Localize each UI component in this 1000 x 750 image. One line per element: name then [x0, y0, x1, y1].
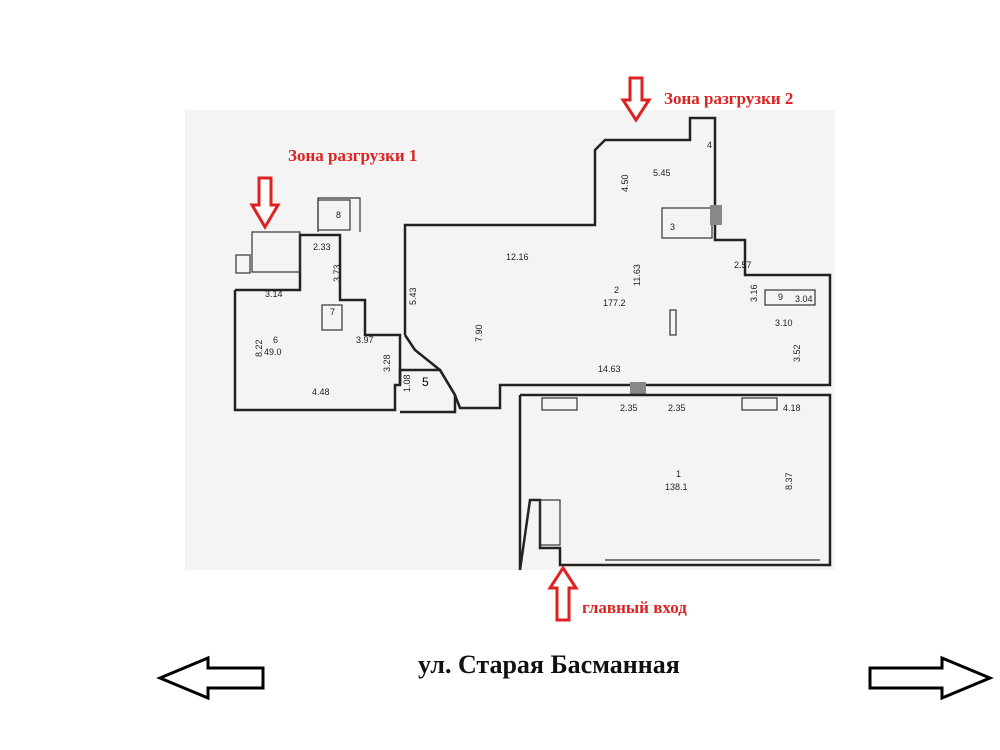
dimension: 4.18: [783, 403, 801, 413]
room-area: 138.1: [665, 482, 688, 492]
dimension: 14.63: [598, 364, 621, 374]
dimension: 3.52: [792, 344, 802, 362]
room-number: 1: [676, 469, 681, 479]
room-number: 5: [422, 375, 429, 389]
room-number: 8: [336, 210, 341, 220]
dimension: 2.33: [313, 242, 331, 252]
dimension: 3.73: [332, 264, 342, 282]
street-name: ул. Старая Басманная: [418, 650, 680, 679]
room-area: 177.2: [603, 298, 626, 308]
room-6-walls: [233, 197, 402, 412]
dimension: 5.45: [653, 168, 671, 178]
dimension: 2.57: [734, 260, 752, 270]
room-area: 49.0: [264, 347, 282, 357]
zone1-label: Зона разгрузки 1: [288, 146, 417, 165]
dimension: 1.08: [402, 374, 412, 392]
dimension: 3.04: [795, 294, 813, 304]
dimension: 2.35: [668, 403, 686, 413]
room-number: 3: [670, 222, 675, 232]
dimension: 11.63: [632, 264, 642, 286]
arrow-right-icon: [868, 655, 994, 701]
dimension-labels: 2.33 3.73 3.14 8.22 3.97 3.28 4.48 1.08 …: [254, 168, 813, 490]
dimension: 3.16: [749, 284, 759, 302]
dimension: 3.14: [265, 289, 283, 299]
background-texture: [185, 110, 835, 570]
dimension: 8.37: [784, 472, 794, 490]
dimension: 3.97: [356, 335, 374, 345]
room-number: 6: [273, 335, 278, 345]
dimension: 7.90: [474, 324, 484, 342]
room-2-walls: [403, 116, 832, 410]
dimension: 4.48: [312, 387, 330, 397]
dimension: 3.28: [382, 354, 392, 372]
zone2-arrow-icon: [620, 76, 652, 123]
dimension: 5.43: [408, 287, 418, 305]
room-labels: 6 49.0 2 177.2 1 138.1 3 4 5 7 8 9: [264, 140, 783, 492]
dimension: 3.10: [775, 318, 793, 328]
room-number: 4: [707, 140, 712, 150]
zone1-arrow-icon: [249, 176, 281, 230]
dimension: 4.50: [620, 174, 630, 192]
room-number: 7: [330, 307, 335, 317]
main-entrance-label: главный вход: [582, 598, 687, 617]
arrow-left-icon: [156, 655, 265, 701]
room-number: 2: [614, 285, 619, 295]
dimension: 12.16: [506, 252, 529, 262]
dimension: 2.35: [620, 403, 638, 413]
room-1-walls: [518, 393, 832, 571]
room-number: 9: [778, 292, 783, 302]
zone2-label: Зона разгрузки 2: [664, 89, 793, 108]
entrance-arrow-icon: [547, 565, 579, 622]
dimension: 8.22: [254, 339, 264, 357]
